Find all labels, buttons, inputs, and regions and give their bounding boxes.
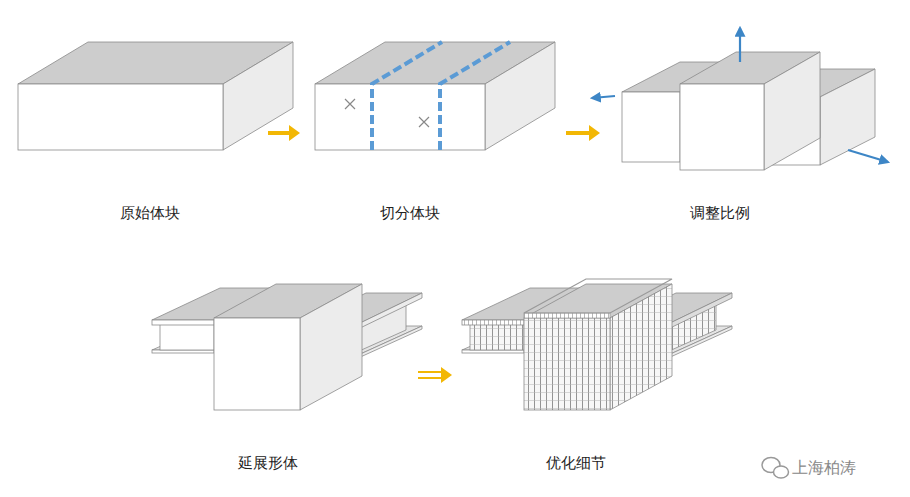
block-side <box>610 284 672 410</box>
step-caption: 优化细节 <box>546 454 606 472</box>
block-front <box>680 84 764 170</box>
direction-arrow <box>592 96 615 98</box>
block-front <box>462 350 524 353</box>
block-front <box>524 318 610 410</box>
direction-arrow <box>739 28 741 62</box>
block-front <box>470 324 524 350</box>
block-side <box>820 69 875 165</box>
block-side <box>300 284 362 410</box>
step-arrow-head <box>441 367 452 383</box>
block-front <box>214 318 300 410</box>
block-side <box>223 42 293 150</box>
block-front <box>315 84 485 150</box>
block-front <box>152 320 214 325</box>
roof-railing <box>524 313 610 318</box>
block-side <box>356 293 422 330</box>
roof-frame <box>524 279 672 313</box>
cut-line <box>372 42 442 150</box>
block-side <box>764 52 820 170</box>
step-arrow <box>418 371 444 373</box>
block-front <box>160 324 214 350</box>
block-side <box>485 42 555 150</box>
cut-mark <box>419 117 429 127</box>
step-caption: 调整比例 <box>690 204 750 222</box>
step-arrow-head <box>589 125 600 141</box>
block-front <box>152 350 214 353</box>
step-arrow-head <box>289 125 300 141</box>
step-arrow <box>566 131 592 135</box>
step-caption: 原始体块 <box>120 204 180 222</box>
block-front <box>18 84 223 150</box>
step-caption: 延展形体 <box>238 454 298 472</box>
wechat-icon <box>774 466 789 478</box>
step-arrow <box>268 131 292 135</box>
cut-line <box>440 42 510 150</box>
watermark: 上海柏涛 <box>792 458 856 477</box>
block-front <box>462 320 524 325</box>
direction-arrow <box>848 150 888 162</box>
step-caption: 切分体块 <box>380 204 440 222</box>
block-side <box>666 293 732 330</box>
cut-mark <box>345 99 355 109</box>
step-arrow <box>418 377 444 379</box>
block-front <box>622 92 680 162</box>
